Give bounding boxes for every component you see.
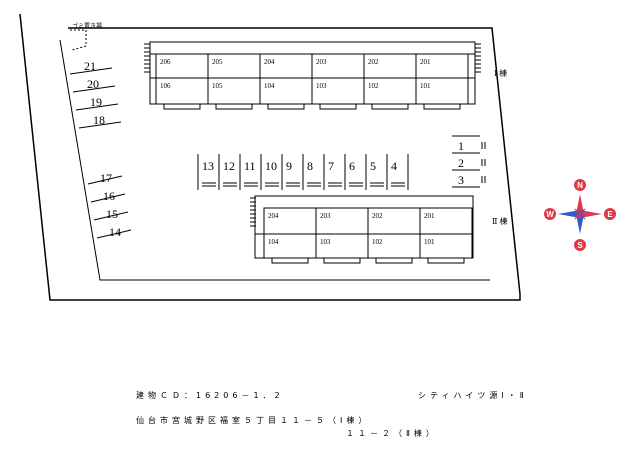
parking-number: 7 xyxy=(328,159,334,173)
parking-stall-line xyxy=(69,67,113,75)
parking-left: 21 20 19 18 17 16 15 14 xyxy=(69,59,132,239)
parking-number: 1 xyxy=(458,139,464,153)
balcony xyxy=(371,103,409,110)
building-2-lower-room-number: 101 xyxy=(424,238,435,246)
parking-number: 13 xyxy=(202,159,214,173)
lot-boundary xyxy=(19,13,521,301)
building-2-label: Ⅱ 棟 xyxy=(492,216,507,226)
balcony xyxy=(375,257,413,264)
parking-center: 13 12 11 10 9 8 7 6 5 4 xyxy=(197,154,409,190)
balcony xyxy=(267,103,305,110)
building-1-upper-room-number: 206 xyxy=(160,58,171,66)
parking-stall-line xyxy=(87,175,123,185)
parking-number: 5 xyxy=(370,159,376,173)
parking-stall-line xyxy=(78,121,122,129)
balcony xyxy=(271,257,309,264)
building-1-label: Ⅰ 棟 xyxy=(494,68,507,78)
balcony xyxy=(323,257,361,264)
compass-east: E xyxy=(607,210,613,219)
building-1-lower-room-number: 105 xyxy=(212,82,223,90)
parking-stall-line xyxy=(90,193,126,203)
building-1: 206 205 204 203 202 201 106 105 104 103 102 101 xyxy=(144,41,481,110)
parking-number: 18 xyxy=(93,113,105,127)
building-2-upper-room-number: 203 xyxy=(320,212,331,220)
building-2-upper-room-number: 204 xyxy=(268,212,279,220)
parking-number: 15 xyxy=(106,207,118,221)
building-name: シティハイツ源Ⅰ・Ⅱ xyxy=(418,391,528,400)
address-line-1: 仙台市宮城野区福室５丁目１１－５（Ⅰ棟） xyxy=(136,416,371,425)
balcony xyxy=(319,103,357,110)
building-2: 204 203 202 201 104 103 102 101 xyxy=(250,195,474,264)
building-1-upper-room-number: 202 xyxy=(368,58,379,66)
garbage-area xyxy=(70,29,87,51)
building-code: 建物ＣＤ：16206－1．2 xyxy=(136,391,284,400)
building-1-upper-room-number: 204 xyxy=(264,58,275,66)
compass-north: N xyxy=(577,181,583,190)
parking-stall-line xyxy=(75,103,119,111)
parking-number: 16 xyxy=(103,189,115,203)
parking-stall-line xyxy=(72,85,116,93)
parking-number: 20 xyxy=(87,77,99,91)
compass-south: S xyxy=(577,241,583,250)
parking-number: 21 xyxy=(84,59,96,73)
building-2-lower-room-number: 104 xyxy=(268,238,279,246)
parking-number: 19 xyxy=(90,95,102,109)
parking-number: 2 xyxy=(458,156,464,170)
building-1-upper-room-number: 205 xyxy=(212,58,223,66)
building-2-lower-room-number: 102 xyxy=(372,238,383,246)
building-1-upper-room-number: 201 xyxy=(420,58,431,66)
building-1-lower-room-number: 104 xyxy=(264,82,275,90)
parking-number: 6 xyxy=(349,159,355,173)
parking-stall-line xyxy=(93,211,129,221)
building-1-lower-room-number: 103 xyxy=(316,82,327,90)
building-1-lower-room-number: 101 xyxy=(420,82,431,90)
parking-right: 1 2 3 xyxy=(452,135,486,188)
parking-number: 14 xyxy=(109,225,121,239)
balcony xyxy=(163,103,201,110)
parking-stall-line xyxy=(96,229,132,239)
garbage-label: ゴミ置き場 xyxy=(72,22,102,30)
building-1-upper-room-number: 203 xyxy=(316,58,327,66)
parking-number: 10 xyxy=(265,159,277,173)
balcony xyxy=(215,103,253,110)
parking-number: 12 xyxy=(223,159,235,173)
parking-number: 11 xyxy=(244,159,256,173)
parking-number: 8 xyxy=(307,159,313,173)
building-2-lower-room-number: 103 xyxy=(320,238,331,246)
parking-number: 17 xyxy=(100,171,112,185)
balcony xyxy=(423,103,461,110)
building-1-lower-room-number: 102 xyxy=(368,82,379,90)
road-line xyxy=(59,39,490,281)
parking-number: 4 xyxy=(391,159,397,173)
compass-rose: N S E W xyxy=(544,179,616,251)
building-2-upper-room-number: 202 xyxy=(372,212,383,220)
parking-number: 3 xyxy=(458,173,464,187)
building-2-upper-room-number: 201 xyxy=(424,212,435,220)
parking-number: 9 xyxy=(286,159,292,173)
compass-west: W xyxy=(546,210,554,219)
building-1-lower-room-number: 106 xyxy=(160,82,171,90)
address-line-2: １１－２（Ⅱ棟） xyxy=(346,429,438,438)
balcony xyxy=(427,257,465,264)
